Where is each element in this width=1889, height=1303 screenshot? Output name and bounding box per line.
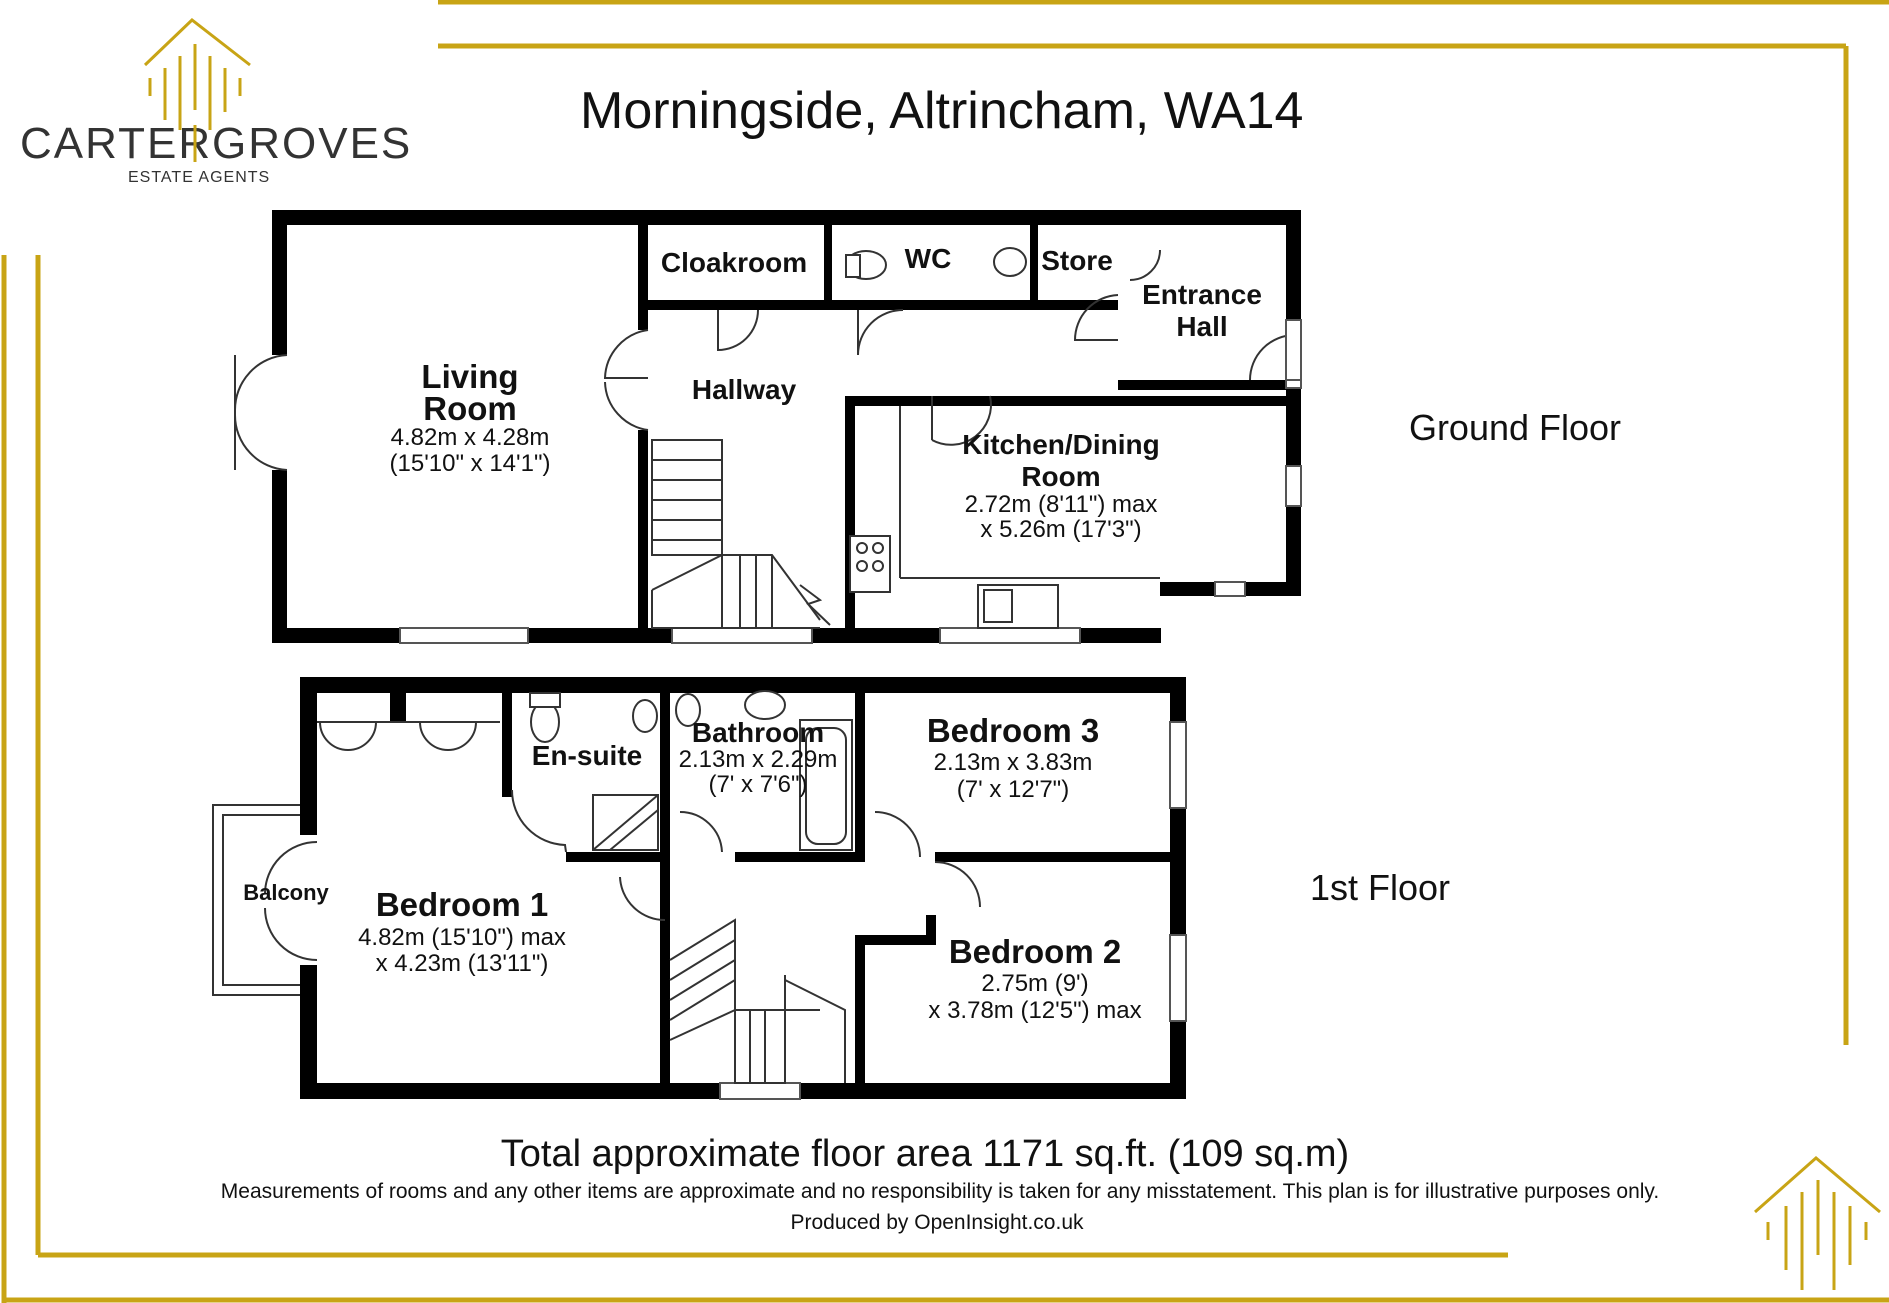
brand-name-left: CARTER <box>20 119 212 168</box>
ground-floor-fixtures <box>845 247 1160 629</box>
ensuite-name: En-suite <box>532 740 642 771</box>
brand-name-right: GROVES <box>212 119 412 168</box>
total-floor-area: Total approximate floor area 1171 sq.ft.… <box>501 1133 1349 1175</box>
kitchen-name-line2: Room <box>1021 461 1100 492</box>
living-room-french-doors <box>233 354 288 471</box>
hallway-name: Hallway <box>692 374 797 405</box>
first-floor-fixtures <box>529 690 853 851</box>
ground-floor-label: Ground Floor <box>1409 407 1621 448</box>
balcony-structure <box>212 804 318 996</box>
bathroom-dims-line2: (7' x 7'6") <box>708 771 807 798</box>
first-floor-labels: En-suite Bathroom 2.13m x 2.29m (7' x 7'… <box>243 712 1450 1024</box>
brand-tagline: ESTATE AGENTS <box>128 169 270 186</box>
cloakroom-name: Cloakroom <box>661 247 807 278</box>
living-room-name-line1: Living <box>421 358 518 395</box>
bedroom-2-name: Bedroom 2 <box>949 933 1121 970</box>
footer: Total approximate floor area 1171 sq.ft.… <box>221 1133 1659 1234</box>
kitchen-dims-line1: 2.72m (8'11") max <box>965 491 1158 518</box>
bedroom-2-dims-line2: x 3.78m (12'5") max <box>928 997 1141 1024</box>
first-floor-stairs <box>669 918 846 1084</box>
bedroom-1-dims-line2: x 4.23m (13'11") <box>376 950 549 977</box>
wardrobe-doors <box>317 721 500 751</box>
ground-floor-plan <box>233 210 1302 644</box>
bathroom-dims-line1: 2.13m x 2.29m <box>679 746 838 773</box>
entrance-hall-name-line2: Hall <box>1176 311 1227 342</box>
bedroom-3-name: Bedroom 3 <box>927 712 1099 749</box>
living-room-dims-line1: 4.82m x 4.28m <box>391 424 550 451</box>
carter-groves-logo: CARTER GROVES ESTATE AGENTS <box>20 18 412 186</box>
living-room-dims-line2: (15'10" x 14'1") <box>390 450 551 477</box>
ground-floor-stairs <box>651 439 831 629</box>
kitchen-name-line1: Kitchen/Dining <box>962 429 1160 460</box>
bedroom-3-dims-line1: 2.13m x 3.83m <box>934 749 1093 776</box>
produced-by: Produced by OpenInsight.co.uk <box>790 1211 1084 1234</box>
bedroom-2-dims-line1: 2.75m (9') <box>981 970 1088 997</box>
ground-floor-doors <box>603 249 1302 446</box>
property-title: Morningside, Altrincham, WA14 <box>580 82 1303 140</box>
kitchen-dims-line2: x 5.26m (17'3") <box>980 516 1141 543</box>
first-floor-plan <box>212 677 1187 1100</box>
bedroom-1-name: Bedroom 1 <box>376 886 548 923</box>
living-room-name-line2: Room <box>423 390 517 427</box>
wc-name: WC <box>905 243 952 274</box>
ground-floor-labels: Living Room 4.82m x 4.28m (15'10" x 14'1… <box>390 243 1622 543</box>
first-floor-doors <box>511 789 981 922</box>
house-roof-icon <box>143 18 251 130</box>
bathroom-name: Bathroom <box>692 717 824 748</box>
bedroom-3-dims-line2: (7' x 12'7") <box>957 776 1069 803</box>
entrance-hall-name-line1: Entrance <box>1142 279 1262 310</box>
balcony-name: Balcony <box>243 880 329 905</box>
disclaimer: Measurements of rooms and any other item… <box>221 1180 1659 1203</box>
store-name: Store <box>1041 245 1113 276</box>
first-floor-walls <box>300 677 1186 1099</box>
bedroom-1-dims-line1: 4.82m (15'10") max <box>358 924 566 951</box>
house-logo-icon <box>1754 1156 1881 1290</box>
first-floor-label: 1st Floor <box>1310 867 1450 908</box>
